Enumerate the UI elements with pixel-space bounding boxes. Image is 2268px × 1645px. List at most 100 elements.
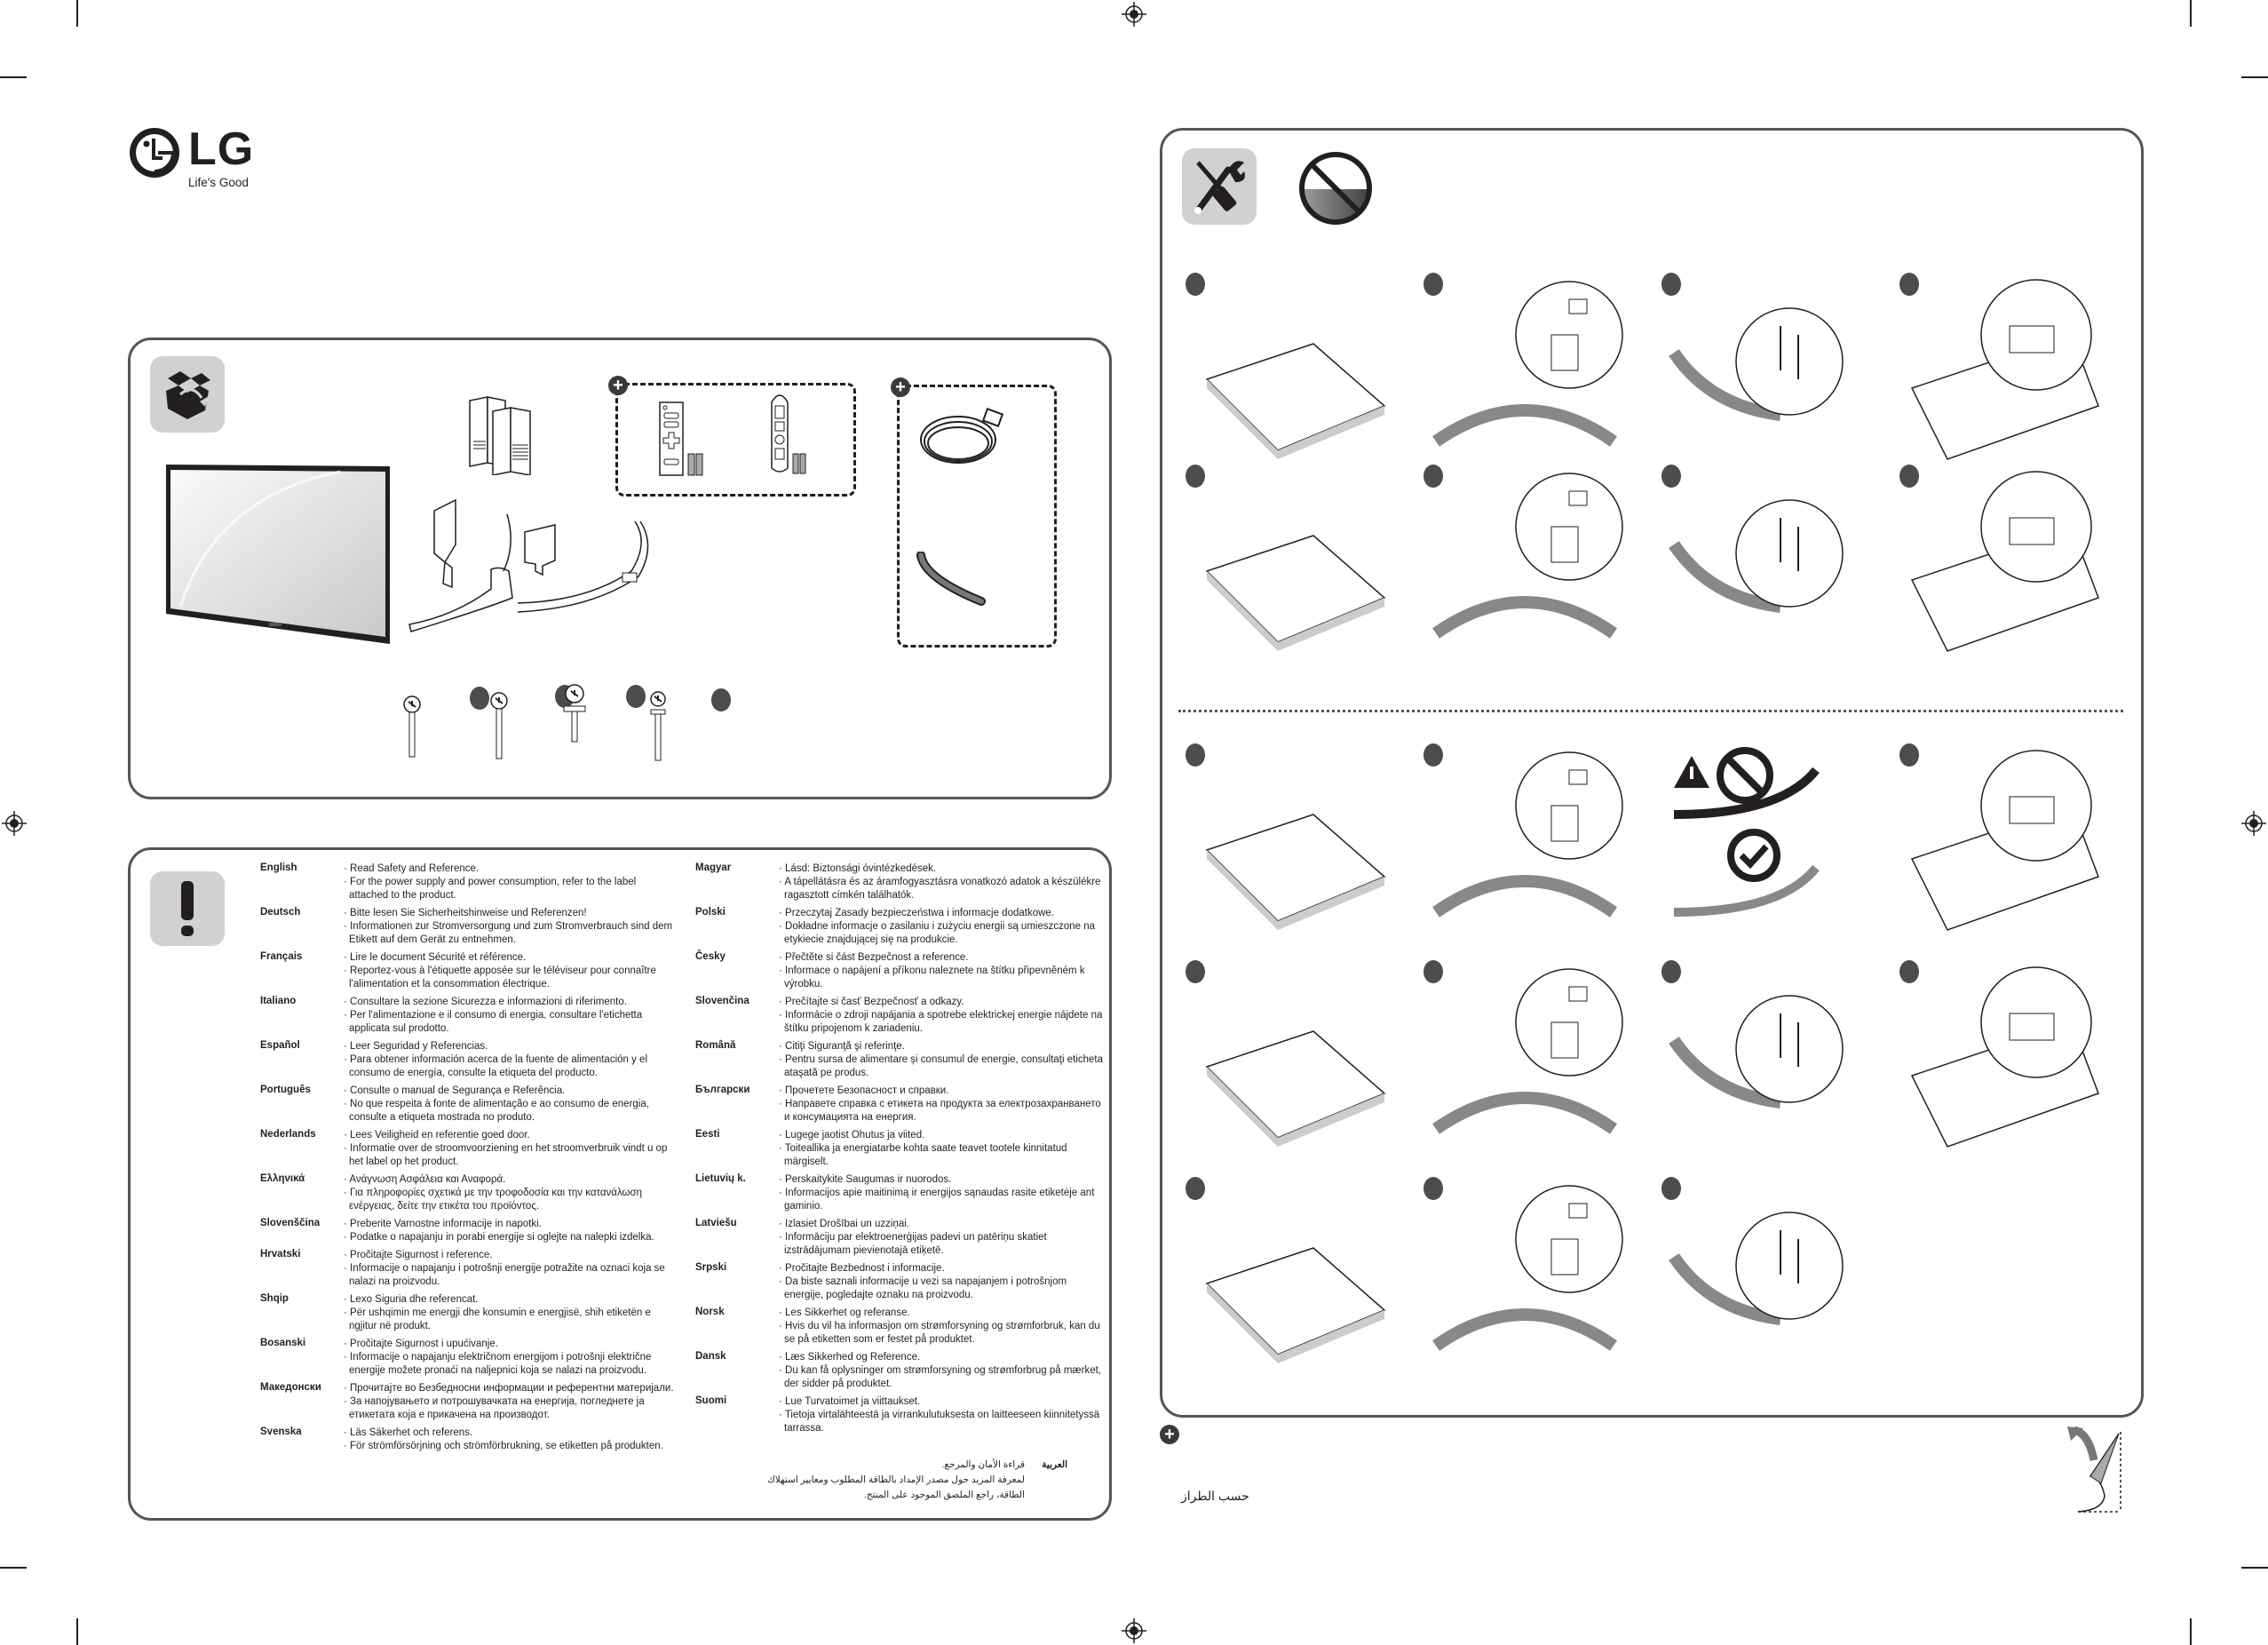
step-illustration-icon xyxy=(1431,968,1623,1134)
assembly-step xyxy=(1180,465,1411,669)
language-line: · Läs Säkerhet och referens. xyxy=(344,1427,473,1438)
stand-parts-icon xyxy=(408,498,513,632)
language-name: Svenska xyxy=(260,1426,302,1437)
assembly-step xyxy=(1180,960,1411,1164)
language-line: · Para obtener información acerca de la … xyxy=(344,1054,648,1078)
language-line: · Tietoja virtalähteestä ja virrankulutu… xyxy=(779,1410,1100,1434)
language-name: Français xyxy=(260,951,303,962)
language-line: · Prečítajte si časť Bezpečnosť a odkazy… xyxy=(779,997,964,1007)
language-line: · Read Safety and Reference. xyxy=(344,863,480,874)
language-entry: Italiano· Consultare la sezione Sicurezz… xyxy=(260,996,678,1036)
language-line: · Lugege jaotist Ohutus ja viited. xyxy=(779,1130,925,1140)
step-number-badge xyxy=(1423,465,1443,488)
step-illustration-icon xyxy=(1431,473,1623,639)
language-name: Deutsch xyxy=(260,907,301,918)
language-line: · No que respeita à fonte de alimentação… xyxy=(344,1099,649,1123)
language-column-left: English· Read Safety and Reference.· For… xyxy=(260,862,678,1458)
language-line: · Les Sikkerhet og referanse. xyxy=(779,1307,910,1318)
language-line: · Informácie o zdroji napájania a spotre… xyxy=(779,1010,1103,1034)
language-entry: Suomi · Lue Turvatoimet ja viittaukset. · … xyxy=(695,1395,1104,1435)
language-name: العربية xyxy=(1042,1459,1067,1470)
language-line: · Hvis du vil ha informasjon om strømfor… xyxy=(779,1321,1100,1345)
step-number-badge xyxy=(1423,1177,1443,1200)
language-name: Bosanski xyxy=(260,1338,306,1348)
language-line: · Направете справка с етикета на продукт… xyxy=(779,1099,1101,1123)
remote-control-icon xyxy=(659,401,703,476)
crop-mark xyxy=(0,1567,27,1569)
language-line: · Izlasiet Drošībai un uzziņai. xyxy=(779,1219,910,1229)
language-line: · Přečtěte si část Bezpečnost a referenc… xyxy=(779,952,969,963)
optional-plus-icon: + xyxy=(608,376,628,395)
exclamation-tile xyxy=(150,871,225,946)
language-name: Македонски xyxy=(260,1382,321,1393)
language-entry: Polski· Przeczytaj Zasady bezpieczeństwa… xyxy=(695,907,1104,947)
language-entry: Português · Consulte o manual de Seguranç… xyxy=(260,1085,678,1124)
language-line: · Toiteallika ja energiatarbe kohta saat… xyxy=(779,1143,1067,1167)
language-name: Česky xyxy=(695,951,726,962)
language-line: · Perskaitykite Saugumas ir nuorodos. xyxy=(779,1174,952,1185)
language-line: · Pročitajte Sigurnost i reference. xyxy=(344,1250,493,1260)
language-entry: Română· Citiţi Siguranţă şi referinţe.· … xyxy=(695,1040,1104,1080)
language-entry: Bosanski· Pročitajte Sigurnost i upućiva… xyxy=(260,1338,678,1378)
language-name: Slovenščina xyxy=(260,1218,321,1228)
step-illustration-icon xyxy=(1910,471,2099,652)
crop-mark xyxy=(2190,1618,2192,1645)
language-entry: Dansk· Læs Sikkerhed og Reference.· Du k… xyxy=(695,1351,1104,1391)
language-line: · Ανάγνωση Ασφάλεια και Αναφορά. xyxy=(344,1174,506,1185)
language-name: Eesti xyxy=(695,1129,720,1140)
step-number-badge xyxy=(1899,743,1919,767)
assembly-step xyxy=(1656,273,1887,477)
tv-icon xyxy=(166,465,390,644)
optional-remotes-group xyxy=(615,383,856,497)
assembly-step xyxy=(1894,960,2125,1164)
language-line: · Informace o napájení a příkonu nalezne… xyxy=(779,966,1085,989)
step-illustration-icon xyxy=(1205,1247,1386,1363)
language-name: Português xyxy=(260,1085,311,1095)
language-line: لمعرفة المزيد حول مصدر الإمداد بالطاقة ا… xyxy=(767,1474,1025,1500)
assembly-step xyxy=(1418,273,1649,477)
language-line: · Da biste saznali informacije u vezi sa… xyxy=(779,1276,1067,1300)
language-entry: Eesti · Lugege jaotist Ohutus ja viited. ·… xyxy=(695,1129,1104,1169)
step-number-badge xyxy=(1186,743,1205,767)
language-entry: Español· Leer Seguridad y Referencias.· … xyxy=(260,1040,678,1080)
cable-holder-icon xyxy=(916,552,986,606)
step-illustration-icon xyxy=(1910,750,2099,931)
step-illustration-icon xyxy=(1205,535,1386,651)
language-name: Suomi xyxy=(695,1395,727,1406)
language-name: English xyxy=(260,862,297,873)
language-line: · A tápellátásra és az áramfogyasztásra … xyxy=(779,877,1101,901)
language-name: Română xyxy=(695,1040,736,1051)
language-line: · Lexo Siguria dhe referencat. xyxy=(344,1294,479,1305)
language-line: · Consulte o manual de Segurança e Refer… xyxy=(344,1085,566,1096)
language-line: · Informatie over de stroomvoorziening e… xyxy=(344,1143,668,1167)
box-contents-panel: + + xyxy=(128,338,1112,799)
language-entry: Ελληνικά · Ανάγνωση Ασφάλεια και Αναφορά.… xyxy=(260,1173,678,1213)
language-line: · Læs Sikkerhed og Reference. xyxy=(779,1352,921,1363)
step-number-badge xyxy=(1423,273,1443,296)
language-entry: Svenska· Läs Säkerhet och referens.· För… xyxy=(260,1426,678,1453)
safety-panel: English· Read Safety and Reference.· For… xyxy=(128,847,1112,1521)
step-illustration-icon xyxy=(1910,279,2099,460)
language-name: Polski xyxy=(695,907,726,918)
stand-parts-icon xyxy=(517,521,649,613)
step-illustration-icon xyxy=(1205,814,1386,930)
language-name: Ελληνικά xyxy=(260,1173,305,1184)
language-name: Lietuvių k. xyxy=(695,1173,746,1184)
registration-mark-icon xyxy=(1122,1618,1146,1643)
crop-mark xyxy=(2241,1567,2268,1569)
logo-tagline: Life's Good xyxy=(188,176,249,189)
language-line: · Leer Seguridad y Referencias. xyxy=(344,1041,488,1052)
assembly-step xyxy=(1894,465,2125,669)
optional-plus-icon: + xyxy=(891,377,910,397)
language-name: Norsk xyxy=(695,1307,725,1317)
crop-mark xyxy=(2190,0,2192,27)
step-illustration-icon xyxy=(1205,343,1386,459)
step-illustration-icon xyxy=(1431,751,1623,918)
language-line: · Lásd: Biztonsági óvintézkedések. xyxy=(779,863,937,874)
language-line: · Informāciju par elektroenerģijas padev… xyxy=(779,1232,1047,1256)
registration-mark-icon xyxy=(2,811,27,836)
assembly-step xyxy=(1894,743,2125,948)
crop-mark xyxy=(2241,76,2268,78)
language-line: · Lue Turvatoimet ja viittaukset. xyxy=(779,1396,921,1407)
language-entry: Lietuvių k. · Perskaitykite Saugumas ir n… xyxy=(695,1173,1104,1213)
